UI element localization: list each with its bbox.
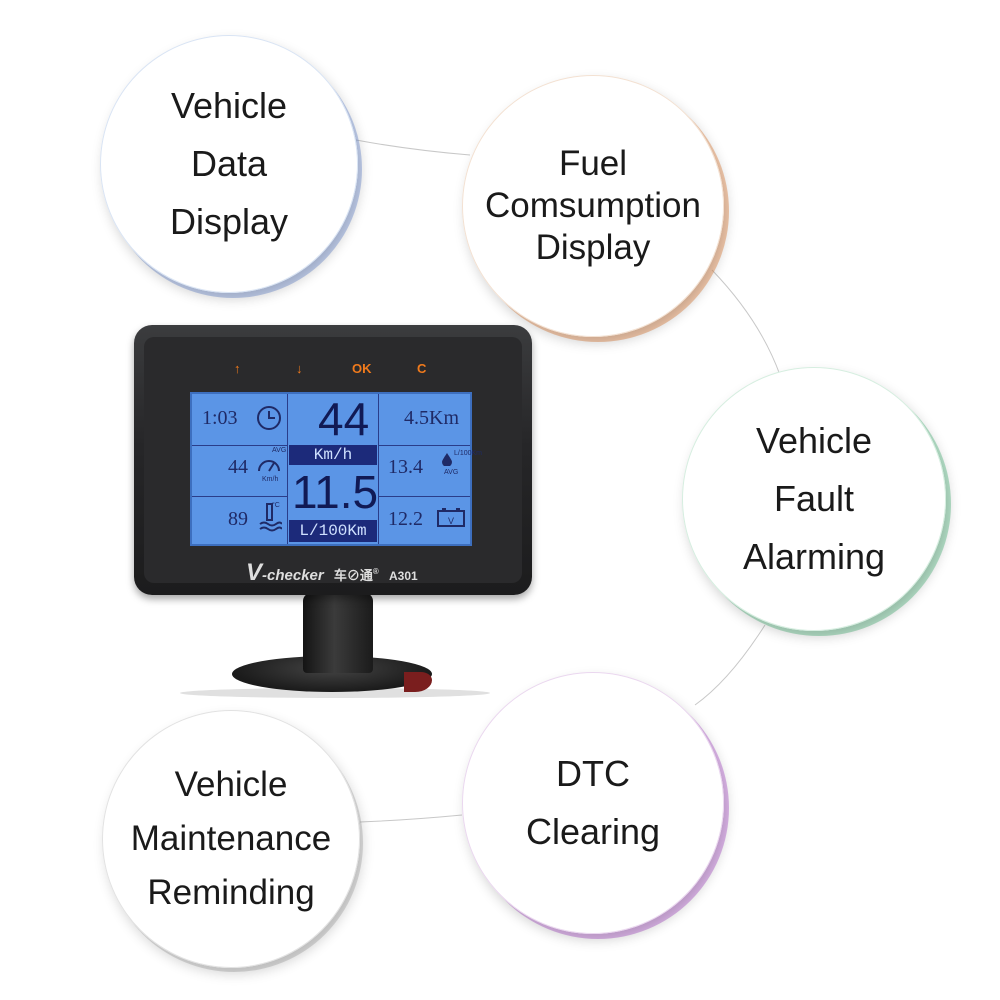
feature-label: Clearing [525, 811, 661, 852]
battery-voltage-unit: V [448, 516, 455, 526]
feature-label: Vehicle [174, 765, 288, 804]
feature-label: Vehicle [755, 420, 873, 461]
model-number: A301 [389, 569, 418, 583]
device-shadow [180, 688, 490, 698]
clock-icon [257, 406, 281, 430]
lcd-screen: 1:03 44 AVG Km/h 89 °C 44 Km/h 11.5 L/10… [190, 392, 482, 546]
grid-line [378, 496, 470, 497]
up-button[interactable]: ↑ [234, 361, 241, 376]
speed-unit: Km/h [289, 445, 377, 465]
feature-label: Display [169, 201, 289, 242]
feature-bubble-vehicle-maintenance-reminding: Vehicle Maintenance Reminding [102, 710, 360, 968]
brand-registered: ® [372, 567, 379, 576]
coolant-temp-value: 89 [228, 508, 248, 530]
feature-label: Reminding [147, 873, 315, 912]
feature-label: Display [535, 228, 651, 267]
feature-label: Alarming [742, 536, 886, 577]
battery-icon [437, 508, 465, 527]
grid-line [192, 496, 287, 497]
grid-line [287, 394, 288, 544]
brand-logo: V-checker 车⊘通® A301 [246, 559, 418, 587]
brand-chinese: 车⊘通 [333, 568, 373, 583]
grid-line [378, 394, 379, 544]
down-button[interactable]: ↓ [296, 361, 303, 376]
feature-label: Fuel [558, 144, 628, 183]
feature-label: Fault [773, 478, 855, 519]
avg-speed-label: AVG [272, 447, 287, 454]
connector-line [694, 624, 766, 706]
speed-value: 44 [318, 393, 370, 445]
ok-button[interactable]: OK [352, 361, 372, 376]
feature-bubble-dtc-clearing: DTC Clearing [462, 672, 724, 934]
grid-line [192, 445, 287, 446]
connector-line [359, 814, 463, 823]
feature-label: Data [190, 143, 268, 184]
brand-name: -checker [262, 567, 324, 584]
feature-label: Comsumption [485, 186, 701, 225]
feature-bubble-vehicle-fault-alarming: Vehicle Fault Alarming [682, 367, 946, 631]
avg-fuel-value: 13.4 [388, 456, 423, 478]
fuel-drop-icon [442, 453, 452, 466]
feature-bubble-vehicle-data-display: Vehicle Data Display [100, 35, 358, 293]
brand-v: V [246, 559, 263, 586]
speedometer-icon [258, 460, 280, 472]
feature-label: Maintenance [130, 819, 332, 858]
grid-line [378, 445, 470, 446]
feature-bubble-fuel-consumption-display: Fuel Comsumption Display [462, 75, 724, 337]
avg-speed-unit: Km/h [262, 476, 279, 483]
stand-adhesive-pad [404, 672, 432, 692]
avg-fuel-label: AVG [444, 469, 459, 476]
feature-label: DTC [556, 753, 630, 794]
coolant-unit: °C [272, 502, 280, 509]
clear-button[interactable]: C [417, 361, 427, 376]
connector-line [711, 269, 781, 376]
time-value: 1:03 [202, 407, 238, 429]
feature-label: Vehicle [170, 85, 288, 126]
obd-display-device: ↑ ↓ OK C 1:03 44 AVG Km/h 89 °C 44 [134, 325, 532, 595]
fuel-consumption-unit: L/100Km [289, 520, 377, 542]
connector-line [355, 139, 471, 156]
trip-distance-value: 4.5Km [404, 407, 459, 429]
coolant-thermometer-icon [259, 503, 282, 532]
stand-neck [303, 593, 373, 673]
avg-fuel-unit: L/100Km [454, 450, 483, 457]
fuel-consumption-value: 11.5 [292, 466, 379, 518]
battery-voltage-value: 12.2 [388, 508, 423, 530]
avg-speed-value: 44 [228, 456, 248, 478]
